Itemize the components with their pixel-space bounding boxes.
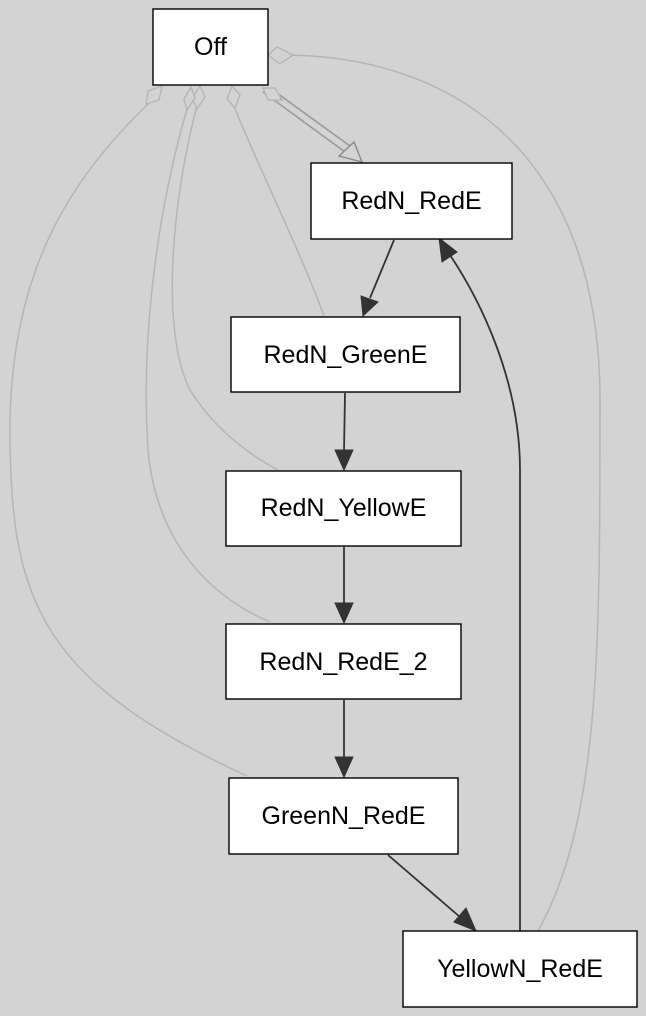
composition-diamond-rn-re2 bbox=[183, 85, 196, 112]
node-rn-ye[interactable]: RedN_YellowE bbox=[225, 470, 462, 547]
composition-diamond-yn-re bbox=[266, 46, 295, 65]
node-yn-re[interactable]: YellowN_RedE bbox=[402, 930, 638, 1008]
node-off[interactable]: Off bbox=[152, 8, 269, 86]
node-rn-ge[interactable]: RedN_GreenE bbox=[230, 316, 461, 393]
node-label: YellowN_RedE bbox=[437, 955, 603, 983]
transition-edge-rn-re-rn-ge bbox=[369, 239, 395, 299]
arrowhead-rn-ge bbox=[360, 295, 379, 318]
node-label: RedN_RedE bbox=[341, 187, 481, 215]
composition-edges bbox=[9, 46, 601, 932]
composition-diamond-rn-ge bbox=[226, 84, 241, 110]
initial-hollow-arrowhead bbox=[337, 140, 364, 164]
transition-edge-rn-ge-rn-ye bbox=[343, 392, 346, 453]
composition-edge-off-rn-ge bbox=[233, 105, 325, 317]
arrowhead-yn-re bbox=[453, 907, 477, 932]
initial-diamond bbox=[261, 87, 284, 101]
composition-diamond-rn-ye bbox=[191, 84, 206, 111]
composition-diamond-gn-re bbox=[145, 84, 163, 105]
composition-edge-off-yn-re bbox=[281, 54, 601, 932]
node-label: GreenN_RedE bbox=[262, 802, 426, 830]
arrowhead-rn-ye bbox=[334, 449, 354, 472]
transition-edge-off-rn-re-secondary bbox=[269, 87, 351, 147]
node-rn-re[interactable]: RedN_RedE bbox=[310, 162, 513, 240]
node-rn-re2[interactable]: RedN_RedE_2 bbox=[225, 623, 462, 700]
arrowhead-rn-re2 bbox=[334, 602, 354, 625]
node-label: RedN_GreenE bbox=[264, 341, 428, 369]
node-gn-re[interactable]: GreenN_RedE bbox=[228, 777, 459, 855]
composition-edge-off-rn-ye bbox=[171, 105, 279, 471]
transition-edge-yn-re-rn-re bbox=[449, 254, 521, 931]
node-label: RedN_RedE_2 bbox=[259, 648, 427, 676]
composition-edge-off-rn-re2 bbox=[145, 105, 271, 623]
node-label: Off bbox=[194, 33, 227, 61]
arrowhead-rn-re bbox=[438, 236, 458, 263]
transition-edge-gn-re-yn-re bbox=[387, 854, 461, 918]
composition-edge-off-gn-re bbox=[9, 101, 248, 777]
node-label: RedN_YellowE bbox=[261, 494, 427, 522]
transition-edges bbox=[261, 87, 521, 932]
transition-edge-off-rn-re bbox=[262, 91, 346, 153]
arrowhead-gn-re bbox=[334, 756, 354, 779]
